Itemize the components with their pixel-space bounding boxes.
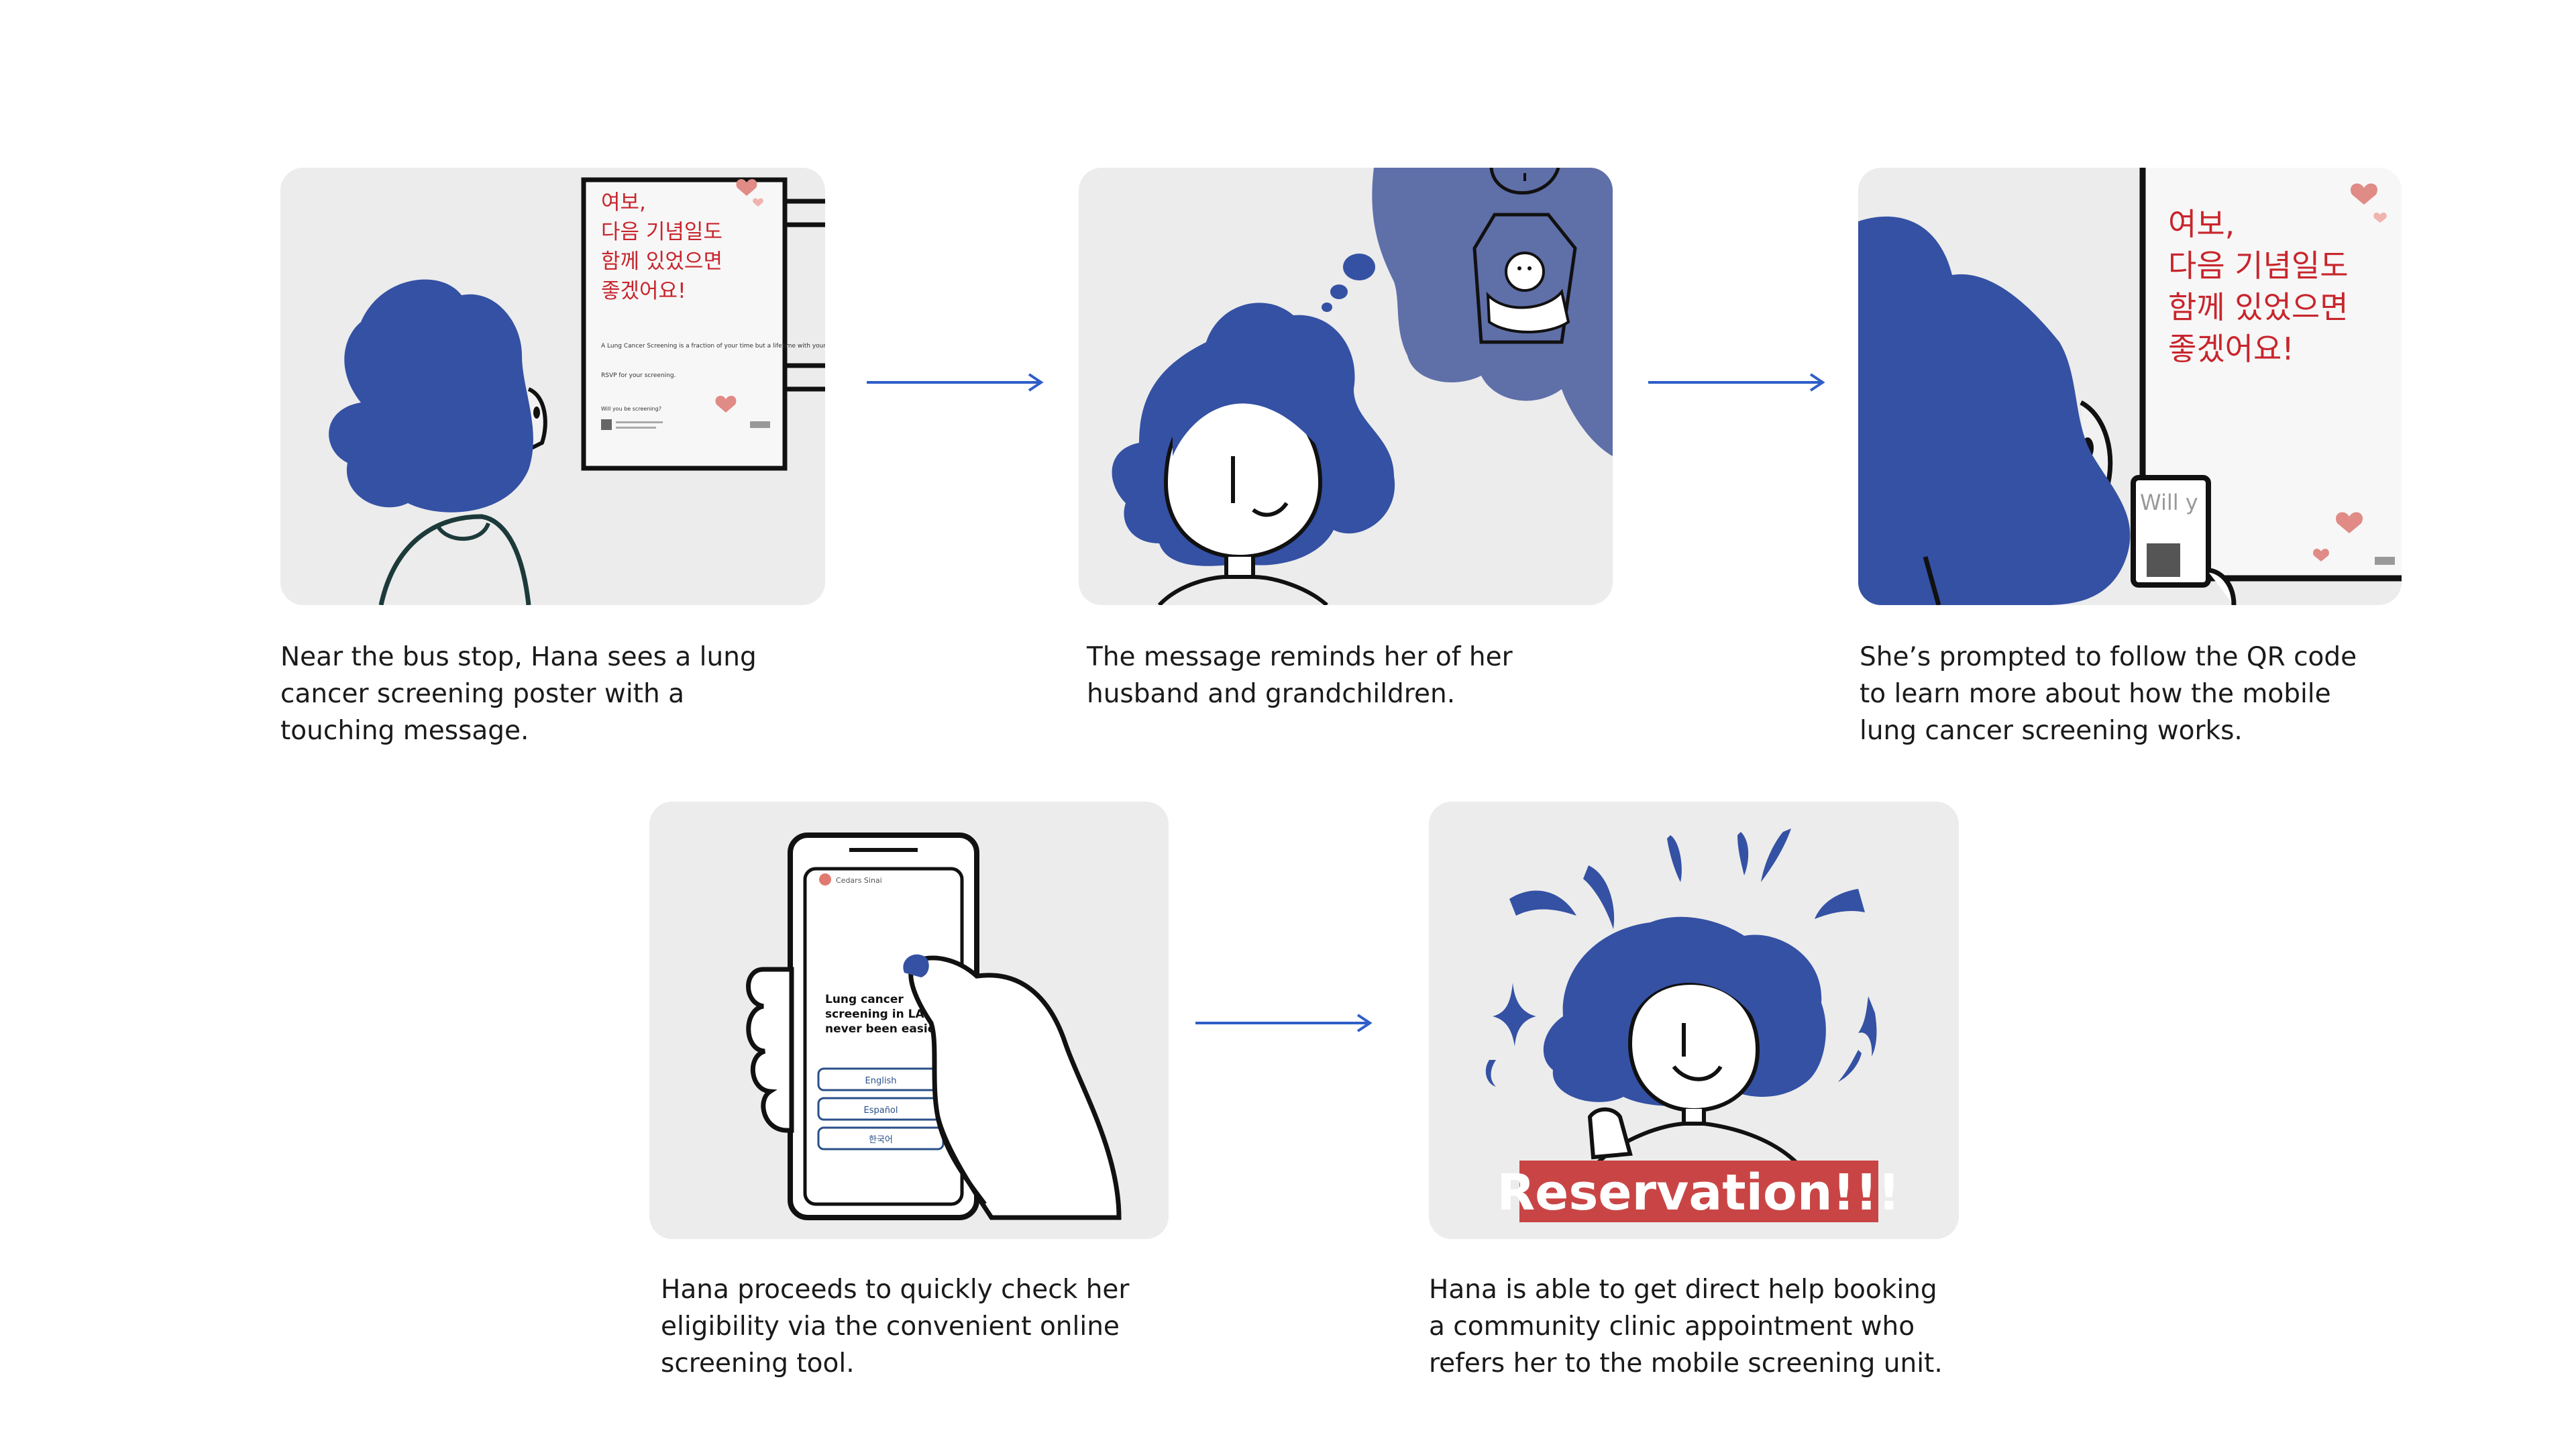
heart-icon <box>2335 512 2363 533</box>
hair <box>1858 216 2131 605</box>
excitement-mark <box>1667 835 1682 882</box>
excitement-mark <box>1838 1050 1862 1082</box>
language-label-english: English <box>865 1076 897 1086</box>
storyboard-panel-2 <box>1079 168 1613 605</box>
arrow-right-icon <box>1648 373 1825 392</box>
poster-rsvp-text: RSVP for your screening. <box>601 372 676 379</box>
heart-icon <box>736 178 757 196</box>
arrow-right-icon <box>1195 1014 1373 1032</box>
excitement-mark <box>1583 865 1615 929</box>
storyboard-panel-4: Cedars Sinai Lung cancer screening in LA… <box>649 802 1169 1239</box>
caption-panel-2: The message reminds her of her husband a… <box>1087 642 1513 709</box>
sparkle-icon <box>1493 983 1536 1046</box>
storyboard-panel-3: 여보, 다음 기념일도 함께 있었으면 좋겠어요! Will y <box>1858 168 2402 605</box>
excitement-mark <box>1509 890 1576 916</box>
poster-headline-line-2: 다음 기념일도 <box>601 220 722 244</box>
qr-scan-illustration: 여보, 다음 기념일도 함께 있었으면 좋겠어요! Will y <box>1858 168 2402 605</box>
poster-question-text: Will you be screening? <box>601 406 661 412</box>
thought-dot-small <box>1322 303 1332 312</box>
hair <box>329 279 533 513</box>
phone-brand: Cedars Sinai <box>836 876 882 885</box>
qr-code-icon <box>2147 543 2180 577</box>
phone-screen-text: Will y <box>2140 490 2198 515</box>
man-figure <box>1472 213 1577 344</box>
poster-headline-line-4: 좋겠어요! <box>601 279 686 303</box>
excitement-mark <box>1737 832 1749 875</box>
arrow-right-icon <box>867 373 1044 392</box>
poster-headline-line-1: 여보, <box>601 191 646 215</box>
reservation-celebration-illustration: Reservation!!! <box>1485 828 1900 1222</box>
language-button-english[interactable]: English <box>817 1067 945 1091</box>
poster-headline-line-3: 함께 있었으면 <box>2168 289 2349 325</box>
language-label-korean: 한국어 <box>869 1135 893 1145</box>
caption-panel-5: Hana is able to get direct help booking … <box>1429 1275 1943 1379</box>
poster-headline-line-2: 다음 기념일도 <box>2168 248 2349 284</box>
heart-icon <box>753 198 763 207</box>
qr-code-icon <box>601 419 612 430</box>
reservation-banner <box>1519 1161 1878 1222</box>
thumbnail <box>903 954 929 977</box>
hand-fingers <box>746 967 794 1133</box>
excitement-mark <box>1761 828 1791 882</box>
poster-headline-line-1: 여보, <box>2168 206 2235 242</box>
caption-panel-3: She’s prompted to follow the QR code to … <box>1860 642 2357 746</box>
storyboard-panel-1: 여보, 다음 기념일도 함께 있었으면 좋겠어요! A Lung Cancer … <box>280 168 825 605</box>
poster-body-text: A Lung Cancer Screening is a fraction of… <box>601 343 825 350</box>
logo-icon <box>2375 557 2395 565</box>
excitement-mark <box>1815 889 1865 919</box>
poster-headline-line-4: 좋겠어요! <box>2168 331 2294 367</box>
cedars-logo-icon <box>819 873 831 885</box>
thought-dot-large <box>1343 254 1375 280</box>
thought-dot-medium <box>1330 284 1348 299</box>
raised-fist <box>1587 1107 1633 1160</box>
caption-panel-1: Near the bus stop, Hana sees a lung canc… <box>280 642 757 746</box>
reservation-banner-text: Reservation!!! <box>1497 1164 1900 1222</box>
poster-headline-line-3: 함께 있었으면 <box>601 250 722 274</box>
sparkle-icon <box>1858 996 1877 1057</box>
heart-icon <box>2313 548 2329 561</box>
caption-panel-4: Hana proceeds to quickly check her eligi… <box>661 1275 1130 1379</box>
face <box>1627 980 1760 1113</box>
phone-headline-line-3: never been easier. <box>825 1022 944 1036</box>
excitement-mark <box>1485 1060 1496 1087</box>
language-button-korean[interactable]: 한국어 <box>817 1126 945 1150</box>
language-button-espanol[interactable]: Español <box>817 1097 945 1121</box>
storyboard-panel-5: Reservation!!! <box>1429 802 1959 1239</box>
bus-stop-poster-illustration: 여보, 다음 기념일도 함께 있었으면 좋겠어요! A Lung Cancer … <box>329 177 825 605</box>
heart-icon <box>715 395 737 413</box>
poster-frame <box>581 177 788 471</box>
logo-icon <box>750 421 770 428</box>
heart-icon <box>2373 212 2387 223</box>
heart-icon <box>2350 183 2378 205</box>
phone-screening-tool-illustration: Cedars Sinai Lung cancer screening in LA… <box>746 833 1122 1220</box>
language-label-espanol: Español <box>863 1106 898 1116</box>
baby-face <box>1505 252 1545 292</box>
phone-headline-line-1: Lung cancer <box>825 993 904 1006</box>
memory-thought-illustration <box>1112 168 1613 605</box>
phone-headline-line-2: screening in LA <box>825 1008 924 1021</box>
